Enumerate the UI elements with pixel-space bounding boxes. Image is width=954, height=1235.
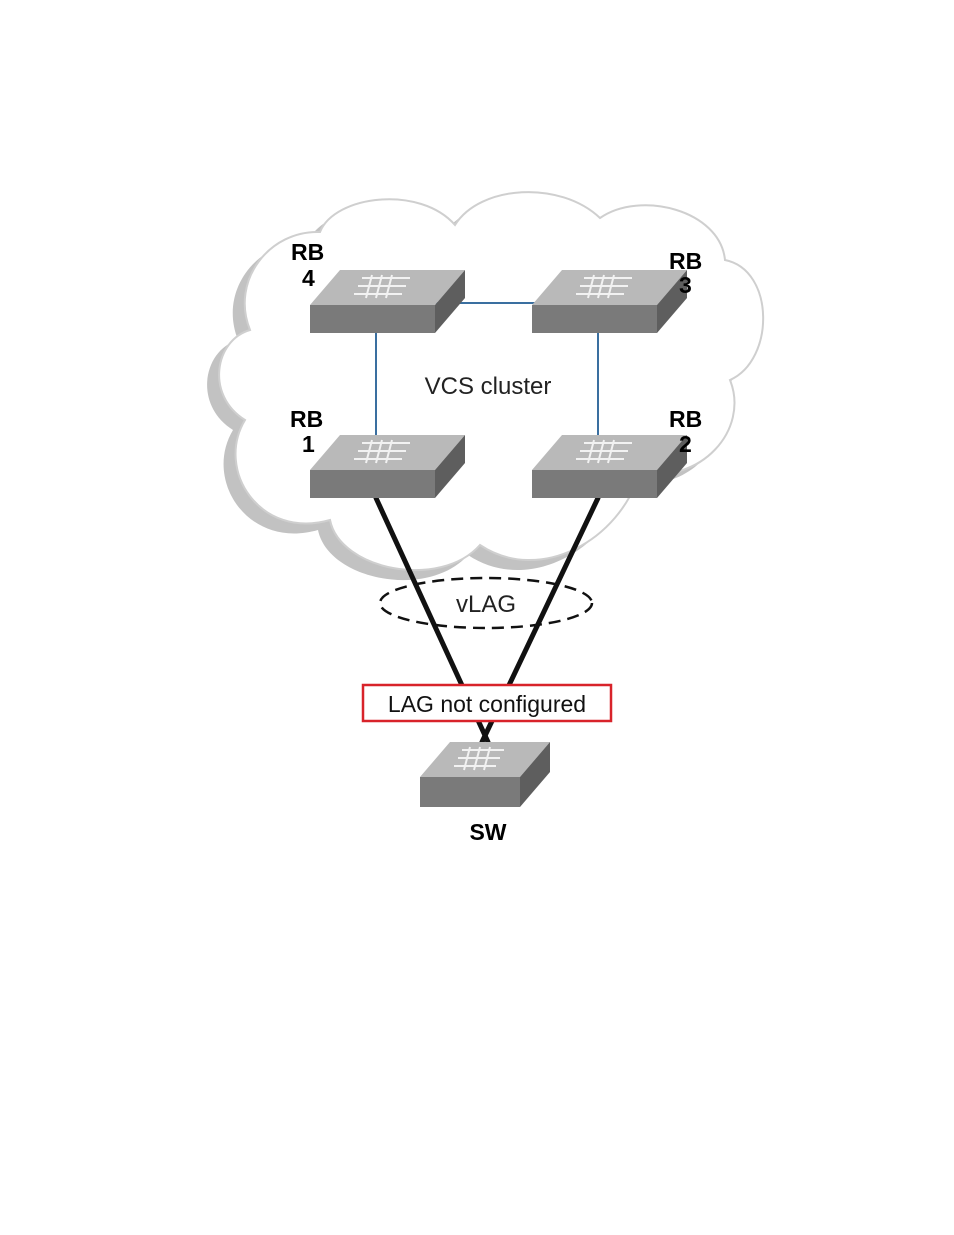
lag-warning-label: LAG not configured [388,691,586,717]
svg-text:RB: RB [669,248,702,274]
vlag-label: vLAG [456,591,516,618]
switch-arrows-icon [354,440,410,463]
switch-rb1 [310,435,465,498]
svg-text:RB: RB [291,239,324,265]
switch-rb4 [310,270,465,333]
lag-warning-box: LAG not configured [363,685,611,721]
switch-arrows-icon [576,275,632,298]
switch-sw [420,742,550,807]
switch-arrows-icon [354,275,410,298]
cluster-label: VCS cluster [425,373,552,400]
svg-text:1: 1 [302,431,315,457]
switch-rb2 [532,435,687,498]
svg-text:RB: RB [669,406,702,432]
svg-text:3: 3 [679,272,692,298]
svg-text:4: 4 [302,265,315,291]
switch-rb3 [532,270,687,333]
svg-text:2: 2 [679,431,692,457]
svg-text:RB: RB [290,406,323,432]
switch-arrows-icon [576,440,632,463]
sw-label: SW [469,819,506,845]
